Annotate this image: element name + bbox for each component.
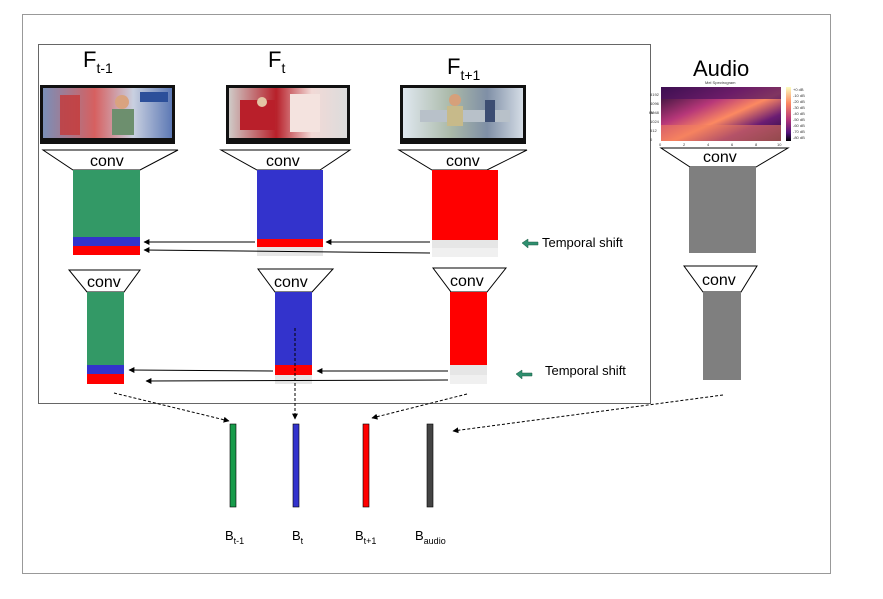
conv-block-next-2: conv <box>432 267 508 293</box>
svg-text:conv: conv <box>274 274 308 291</box>
svg-text:Hz: Hz <box>649 110 654 115</box>
svg-text:4: 4 <box>707 142 710 147</box>
shift-arrow-next-to-prev-1 <box>143 247 431 254</box>
video-frame-image-curr <box>226 85 350 144</box>
svg-text:-60 dB: -60 dB <box>793 123 805 128</box>
feature-map-prev-2 <box>87 292 124 384</box>
output-bar-prev <box>229 423 237 508</box>
svg-text:conv: conv <box>703 149 737 166</box>
feature-map-curr-1 <box>257 170 323 256</box>
svg-text:8192: 8192 <box>650 92 660 97</box>
conv-block-prev-2: conv <box>67 269 141 293</box>
feature-map-curr-2 <box>275 292 312 384</box>
svg-text:-20 dB: -20 dB <box>793 99 805 104</box>
svg-text:conv: conv <box>266 153 300 170</box>
svg-text:conv: conv <box>87 274 121 291</box>
frame-title-next: Ft+1 <box>447 54 481 83</box>
outer-border <box>22 14 831 574</box>
output-label-audio: Baudio <box>415 528 446 546</box>
feature-map-audio-1 <box>689 167 756 253</box>
output-bar-audio <box>426 423 434 508</box>
video-frame-image-next <box>400 85 526 144</box>
svg-text:conv: conv <box>702 272 736 289</box>
svg-text:10: 10 <box>777 142 782 147</box>
conv-block-audio-2: conv <box>683 265 758 293</box>
svg-text:-40 dB: -40 dB <box>793 111 805 116</box>
svg-text:0: 0 <box>659 142 662 147</box>
svg-text:0: 0 <box>650 137 653 142</box>
svg-text:8: 8 <box>755 142 758 147</box>
svg-text:-30 dB: -30 dB <box>793 105 805 110</box>
svg-text:1024: 1024 <box>650 119 660 124</box>
feature-map-next-1 <box>432 170 498 257</box>
svg-text:conv: conv <box>446 153 480 170</box>
svg-text:+0 dB: +0 dB <box>793 87 804 92</box>
dashed-arrow-audio <box>452 394 724 434</box>
temporal-shift-label-1: Temporal shift <box>521 235 623 250</box>
shift-arrow-curr-to-prev-2 <box>128 367 274 374</box>
conv-block-next-1: conv <box>397 149 528 171</box>
shift-arrow-next-to-prev-2 <box>145 377 449 384</box>
conv-block-curr-2: conv <box>257 268 335 293</box>
output-label-next: Bt+1 <box>355 528 376 546</box>
svg-text:2048: 2048 <box>650 110 660 115</box>
conv-block-audio-1: conv <box>659 147 790 168</box>
svg-text:-80 dB: -80 dB <box>793 135 805 140</box>
feature-map-next-2 <box>450 292 487 384</box>
arrow-icon <box>515 369 533 380</box>
audio-title: Audio <box>693 56 749 81</box>
spectrogram-image: Mel Spectrogram Hz 8192 4096 2048 1024 5… <box>649 80 805 147</box>
svg-text:Temporal shift: Temporal shift <box>545 363 626 378</box>
frame-title-curr: Ft <box>268 47 285 76</box>
svg-text:4096: 4096 <box>650 101 660 106</box>
svg-text:-50 dB: -50 dB <box>793 117 805 122</box>
output-bar-curr <box>292 423 300 508</box>
dashed-arrow-next <box>371 393 468 420</box>
svg-text:2: 2 <box>683 142 686 147</box>
temporal-shift-label-2: Temporal shift <box>515 363 626 380</box>
svg-text:-10 dB: -10 dB <box>793 93 805 98</box>
feature-map-audio-2 <box>703 292 741 380</box>
dashed-arrow-prev <box>113 392 230 423</box>
svg-text:conv: conv <box>450 273 484 290</box>
svg-text:6: 6 <box>731 142 734 147</box>
feature-map-prev-1 <box>73 170 140 255</box>
svg-text:-70 dB: -70 dB <box>793 129 805 134</box>
svg-text:conv: conv <box>90 153 124 170</box>
svg-text:512: 512 <box>650 128 657 133</box>
arrow-icon <box>521 238 539 249</box>
output-label-curr: Bt <box>292 528 304 546</box>
video-frame-image-prev <box>40 85 175 144</box>
svg-text:Mel Spectrogram: Mel Spectrogram <box>705 80 736 85</box>
conv-block-curr-1: conv <box>219 149 352 171</box>
output-bar-next <box>362 423 370 508</box>
svg-text:Temporal shift: Temporal shift <box>542 235 623 250</box>
output-label-prev: Bt-1 <box>225 528 244 546</box>
conv-block-prev-1: conv <box>41 149 179 171</box>
visual-branch-box <box>38 44 651 404</box>
frame-title-prev: Ft-1 <box>83 47 113 76</box>
